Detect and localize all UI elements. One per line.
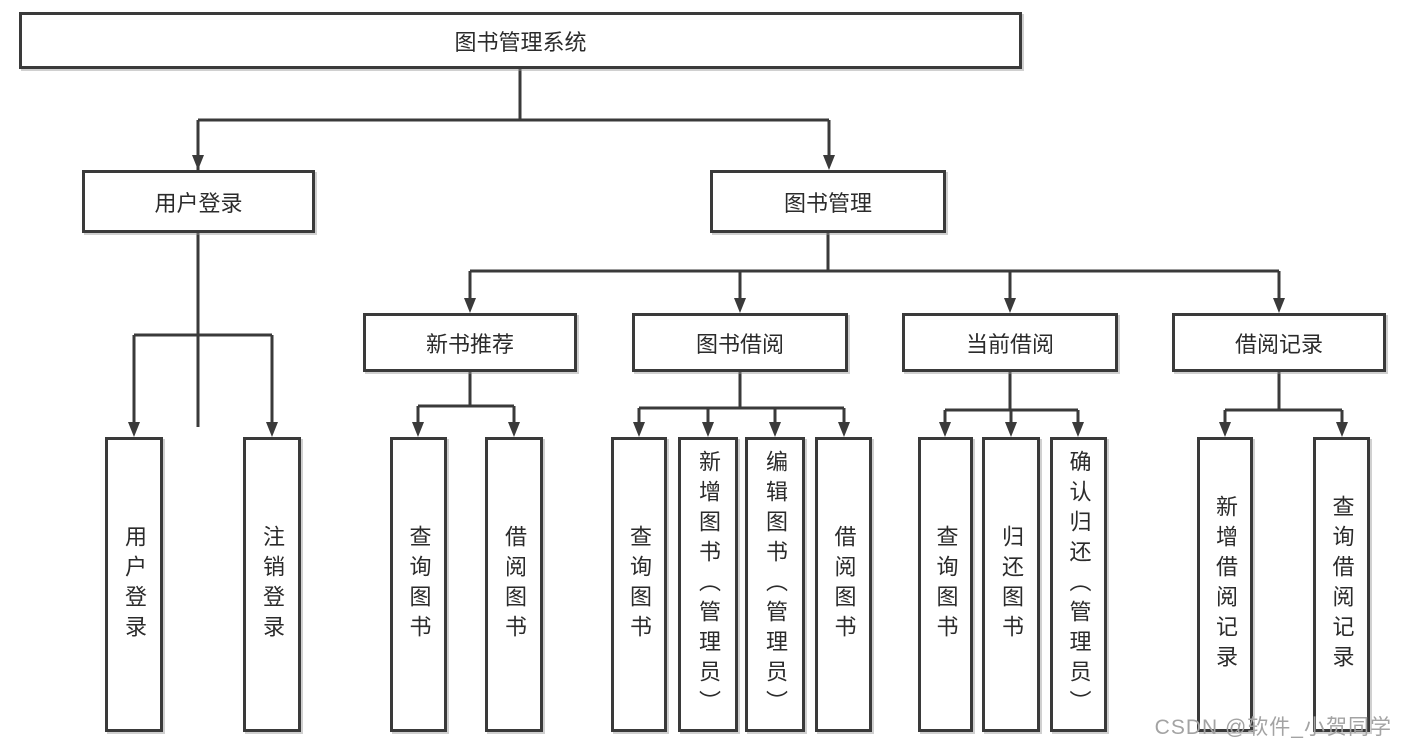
node-current-borrow-label: 当前借阅 xyxy=(965,331,1054,357)
node-query-books-borrow-label: 查询图书 xyxy=(627,524,652,645)
node-current-borrow: 当前借阅 xyxy=(902,313,1118,372)
node-borrow-books-leaf: 借阅图书 xyxy=(815,437,872,732)
node-borrow-books-recommend-label: 借阅图书 xyxy=(502,524,527,645)
connector-user-login xyxy=(132,233,274,427)
node-query-books-recommend-label: 查询图书 xyxy=(406,524,432,645)
node-confirm-return-admin-label: 确认归还（管理员） xyxy=(1066,449,1092,720)
connector-borrow-records xyxy=(1223,372,1344,427)
node-query-books-recommend: 查询图书 xyxy=(390,437,447,732)
node-user-login-leaf-label: 用户登录 xyxy=(122,524,147,645)
node-book-borrow: 图书借阅 xyxy=(632,313,848,372)
node-system: 图书管理系统 xyxy=(19,12,1022,69)
node-user-login: 用户登录 xyxy=(82,170,315,233)
node-confirm-return-admin: 确认归还（管理员） xyxy=(1050,437,1107,732)
node-borrow-books-leaf-label: 借阅图书 xyxy=(831,524,857,645)
node-borrow-records-label: 借阅记录 xyxy=(1234,331,1323,357)
node-borrow-books-recommend: 借阅图书 xyxy=(485,437,543,732)
node-return-book: 归还图书 xyxy=(982,437,1040,732)
node-query-books-current-label: 查询图书 xyxy=(933,524,959,645)
watermark: CSDN @软件_小贺同学 xyxy=(1154,716,1392,739)
connector-new-book xyxy=(416,372,516,427)
node-book-borrow-label: 图书借阅 xyxy=(695,331,784,357)
node-query-books-borrow: 查询图书 xyxy=(611,437,667,732)
node-add-book-admin: 新增图书（管理员） xyxy=(678,437,738,732)
node-new-book-recommend: 新书推荐 xyxy=(363,313,577,372)
node-query-borrow-record-label: 查询借阅记录 xyxy=(1329,494,1355,675)
node-new-book-recommend-label: 新书推荐 xyxy=(425,331,514,357)
connector-current-borrow xyxy=(943,372,1080,427)
node-add-borrow-record: 新增借阅记录 xyxy=(1197,437,1253,732)
node-edit-book-admin: 编辑图书（管理员） xyxy=(745,437,805,732)
node-user-login-leaf: 用户登录 xyxy=(105,437,163,732)
node-book-management: 图书管理 xyxy=(710,170,946,233)
node-borrow-records: 借阅记录 xyxy=(1172,313,1386,372)
connector-book-management xyxy=(468,233,1281,303)
connector-root xyxy=(196,69,831,427)
node-return-book-label: 归还图书 xyxy=(999,524,1024,645)
node-add-borrow-record-label: 新增借阅记录 xyxy=(1213,494,1238,675)
node-add-book-admin-label: 新增图书（管理员） xyxy=(696,449,721,720)
node-query-books-current: 查询图书 xyxy=(918,437,973,732)
node-system-label: 图书管理系统 xyxy=(454,29,587,55)
node-user-login-label: 用户登录 xyxy=(154,190,243,216)
connector-book-borrow xyxy=(637,372,846,427)
node-logout-label: 注销登录 xyxy=(260,524,285,645)
node-book-management-label: 图书管理 xyxy=(783,190,872,216)
node-edit-book-admin-label: 编辑图书（管理员） xyxy=(763,449,788,720)
arrowheads xyxy=(128,155,1348,437)
node-query-borrow-record: 查询借阅记录 xyxy=(1313,437,1370,732)
node-logout: 注销登录 xyxy=(243,437,301,732)
